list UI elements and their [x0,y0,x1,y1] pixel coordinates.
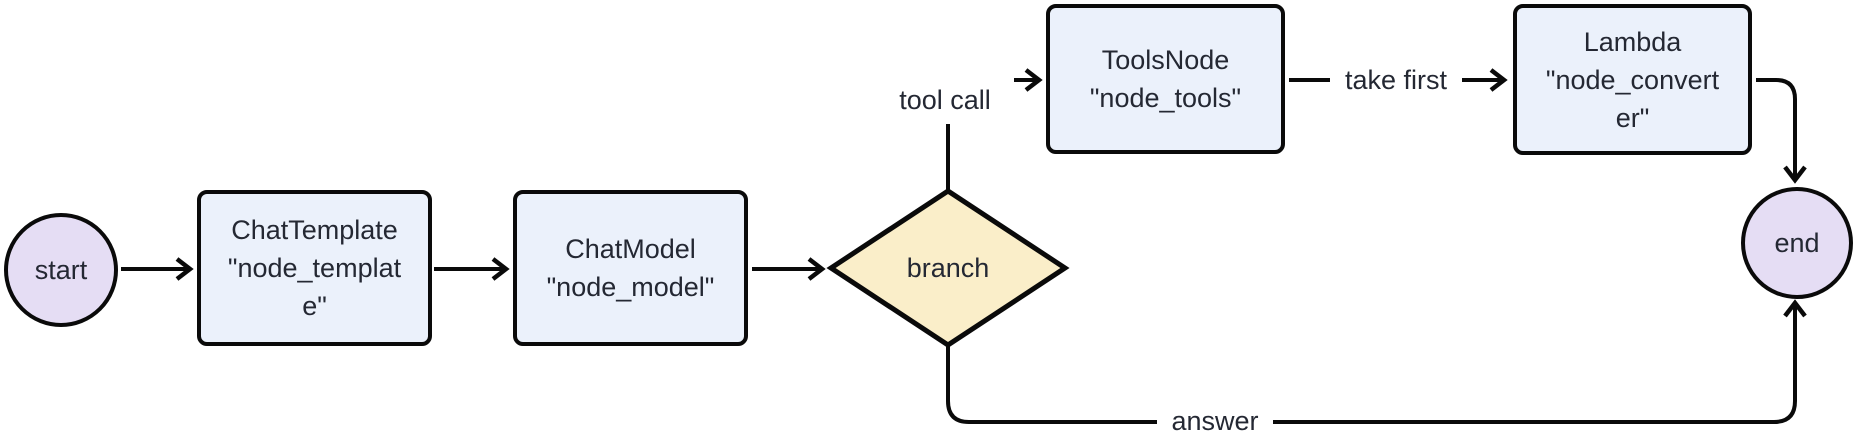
node-chat-model-line: ChatModel [565,234,696,264]
node-lambda-converter-line: er" [1615,102,1650,133]
node-chat-template: ChatTemplate "node_templat e" [197,190,432,346]
node-tools: ToolsNode "node_tools" [1046,4,1285,154]
edge-label-answer: answer [1157,399,1273,440]
node-chat-template-line: e" [302,291,327,321]
node-tools-line: ToolsNode [1101,45,1230,75]
edge-branch-to-end [946,299,1807,424]
edge-label-tool-call: tool call [876,76,1014,124]
edge-lambda-to-end [1756,78,1807,184]
node-start-label: start [34,254,88,285]
node-chat-template-line: ChatTemplate [231,215,398,245]
node-lambda-converter-line: Lambda [1583,26,1682,57]
node-branch-label: branch [906,252,990,283]
node-chat-model: ChatModel "node_model" [513,190,748,346]
node-lambda-converter: Lambda "node_convert er" [1513,4,1752,155]
node-chat-template-line: "node_templat [227,253,402,283]
edge-label-take-first: take first [1330,58,1462,102]
node-tools-line: "node_tools" [1089,83,1242,113]
node-branch-diamond [826,188,1070,348]
node-end: end [1741,187,1853,299]
node-start: start [4,213,118,327]
node-end-label: end [1774,227,1820,258]
node-chat-model-line: "node_model" [546,272,715,302]
node-lambda-converter-line: "node_convert [1545,64,1720,95]
